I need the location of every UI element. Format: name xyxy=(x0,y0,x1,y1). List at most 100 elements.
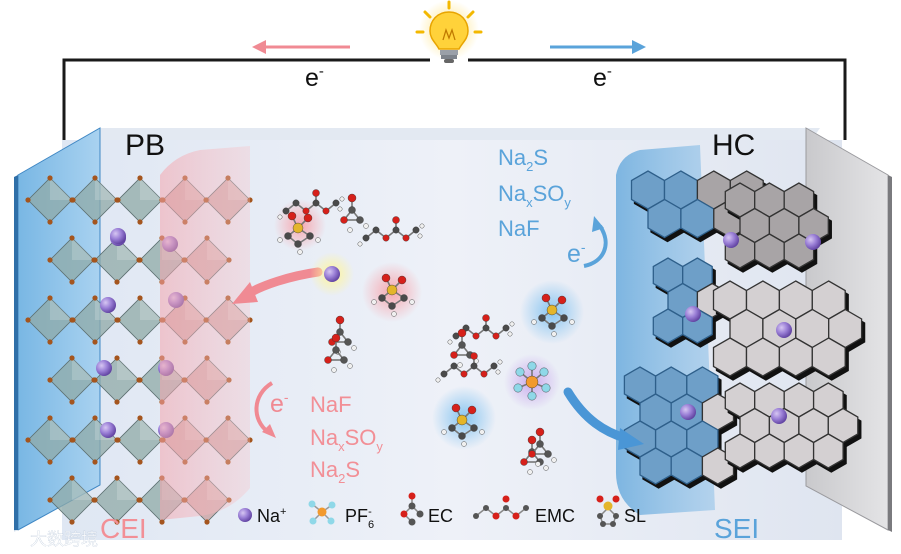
legend-ec-label: EC xyxy=(428,506,453,526)
atom xyxy=(471,363,477,369)
atom xyxy=(398,276,406,284)
lattice-node xyxy=(92,377,97,382)
lattice-node xyxy=(25,197,30,202)
atom xyxy=(348,228,353,233)
legend-na-icon xyxy=(238,508,252,522)
lattice-node xyxy=(47,339,52,344)
atom xyxy=(340,197,344,201)
na-ion xyxy=(324,266,340,282)
lattice-node xyxy=(92,295,97,300)
lattice-node xyxy=(115,197,120,202)
lattice-node xyxy=(115,317,120,322)
cei-product-naf: NaF xyxy=(310,392,352,417)
atom xyxy=(379,295,386,302)
atom xyxy=(481,371,487,377)
atom xyxy=(349,207,356,214)
atom xyxy=(570,320,575,325)
lattice-node xyxy=(92,219,97,224)
electron-arrow-left xyxy=(252,40,350,54)
na-ion xyxy=(776,322,792,338)
lattice-node xyxy=(114,355,119,360)
atom xyxy=(458,363,463,368)
atom xyxy=(549,323,556,330)
atom xyxy=(387,285,397,295)
atom xyxy=(325,357,332,364)
atom xyxy=(364,224,369,229)
lattice-node xyxy=(47,497,52,502)
legend-emc-label: EMC xyxy=(535,506,575,526)
lattice-node xyxy=(47,377,52,382)
lattice-node xyxy=(137,377,142,382)
atom xyxy=(516,368,524,376)
lattice-node xyxy=(137,497,142,502)
atom xyxy=(448,340,452,344)
atom xyxy=(459,433,466,440)
lattice-node xyxy=(47,295,52,300)
lattice-node xyxy=(47,175,52,180)
lattice-node xyxy=(69,475,74,480)
atom xyxy=(382,274,390,282)
sei-label: SEI xyxy=(714,513,759,544)
atom xyxy=(528,470,533,475)
lattice-node xyxy=(137,339,142,344)
lattice-node xyxy=(92,459,97,464)
light-bulb-icon xyxy=(417,0,481,63)
atom xyxy=(521,459,528,466)
atom xyxy=(503,325,509,331)
cei-label: CEI xyxy=(100,513,147,544)
atom xyxy=(514,384,522,392)
atom xyxy=(295,241,302,248)
lattice-node xyxy=(92,175,97,180)
atom xyxy=(410,300,415,305)
atom xyxy=(348,194,356,202)
atom xyxy=(373,227,379,233)
atom xyxy=(442,430,447,435)
lattice-node xyxy=(70,437,75,442)
lattice-node xyxy=(69,519,74,524)
atom xyxy=(341,357,348,364)
lattice-node xyxy=(47,219,52,224)
sei-product-naxsoy: NaxSOy xyxy=(498,181,571,210)
atom xyxy=(441,371,447,377)
atom xyxy=(558,296,566,304)
atom xyxy=(526,376,538,388)
lattice-node xyxy=(47,459,52,464)
atom xyxy=(307,233,314,240)
atom xyxy=(332,368,337,373)
atom xyxy=(358,242,362,246)
lattice-node xyxy=(137,415,142,420)
atom xyxy=(462,442,467,447)
atom xyxy=(283,208,289,214)
anode-label: HC xyxy=(712,129,755,162)
lattice-node xyxy=(137,219,142,224)
atom xyxy=(483,315,490,322)
atom xyxy=(288,212,296,220)
atom xyxy=(278,238,283,243)
atom xyxy=(468,406,476,414)
lattice-node xyxy=(114,399,119,404)
atom xyxy=(542,294,550,302)
lattice-node xyxy=(159,519,164,524)
electron-label-right: e- xyxy=(593,63,612,92)
cei-product-na2s: Na2S xyxy=(310,457,360,486)
atom xyxy=(341,217,348,224)
atom xyxy=(498,360,502,364)
atom xyxy=(510,322,514,326)
na-ion xyxy=(100,422,116,438)
lattice-node xyxy=(70,317,75,322)
atom xyxy=(363,235,369,241)
na-ion xyxy=(96,360,112,376)
atom xyxy=(352,346,357,351)
atom xyxy=(293,223,303,233)
cei-product-naxsoy: NaxSOy xyxy=(310,425,383,454)
legend-sl-label: SL xyxy=(624,506,646,526)
atom xyxy=(493,333,499,339)
atom xyxy=(491,363,497,369)
lattice-node xyxy=(69,355,74,360)
lattice-node xyxy=(92,415,97,420)
atom xyxy=(536,428,544,436)
watermark: 大数跨境 xyxy=(9,530,98,549)
electron-label-left: e- xyxy=(305,63,324,92)
atom xyxy=(392,312,397,317)
